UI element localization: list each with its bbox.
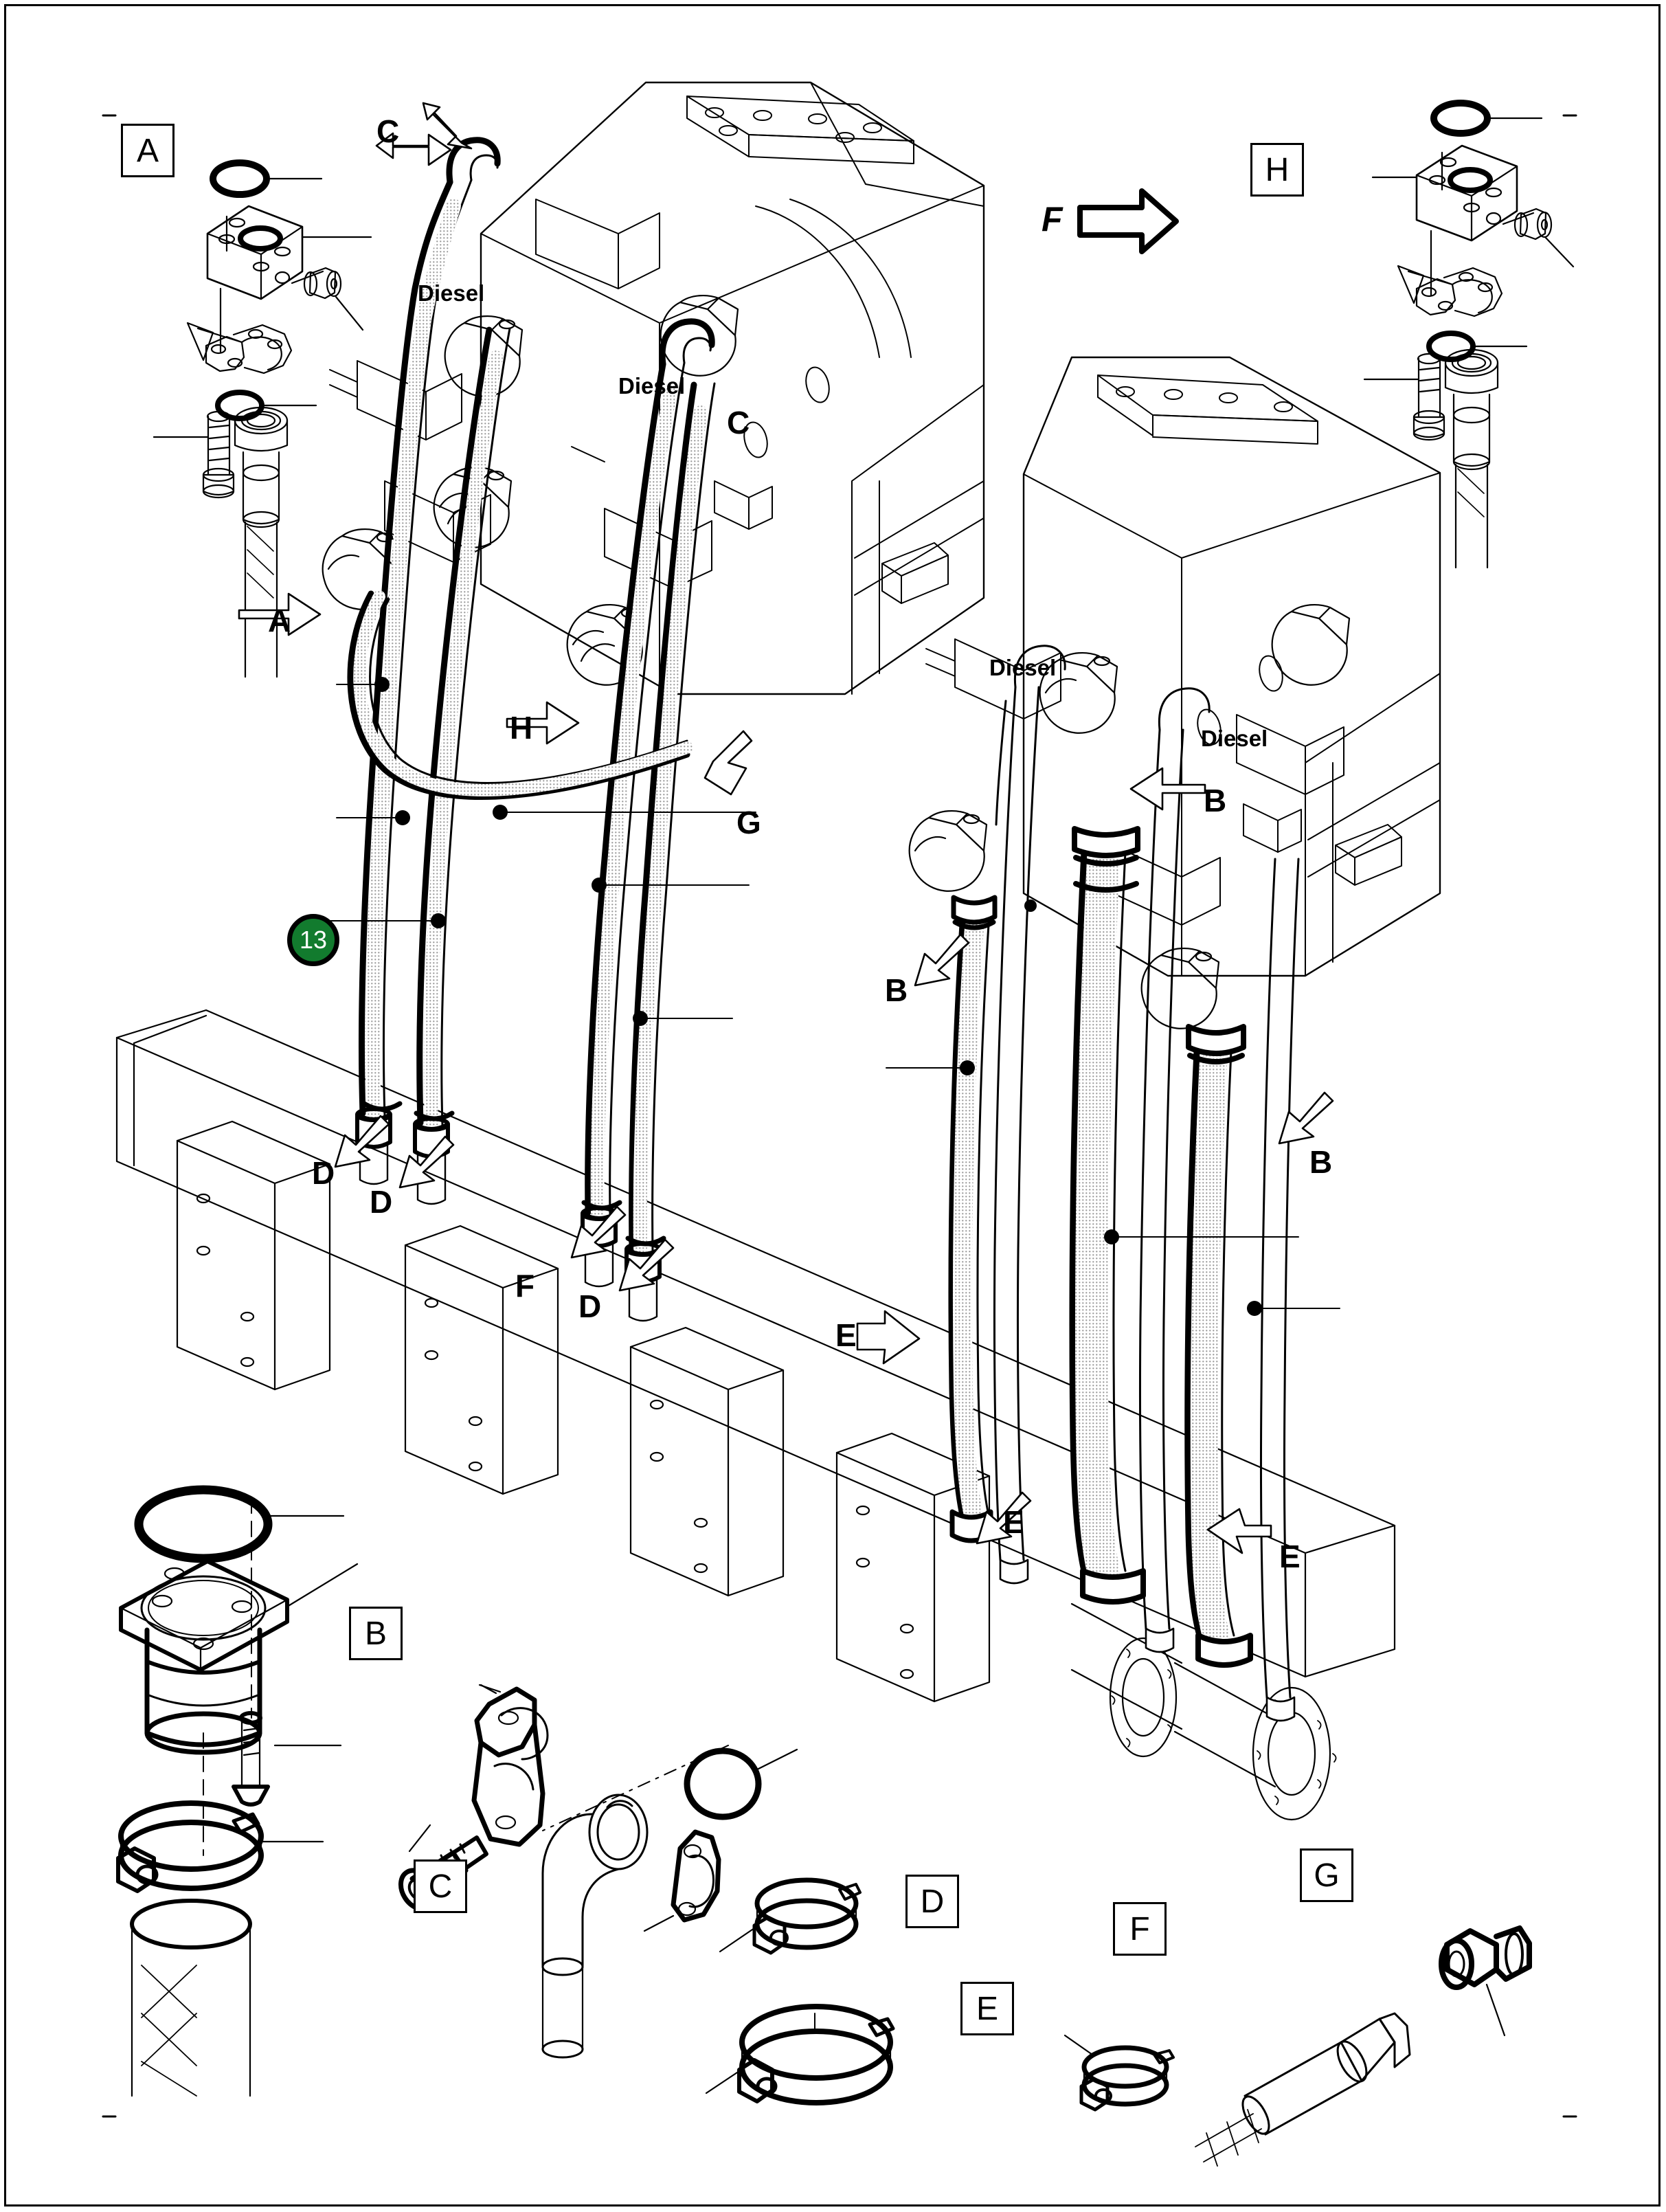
fluid-label-diesel-2: Diesel [618,373,686,399]
callout-letter-e-2: E [1003,1504,1024,1540]
callout-letter-c-top: C [376,113,400,149]
fluid-label-diesel-4: Diesel [1201,726,1268,751]
fluid-label-diesel-1: Diesel [418,280,485,306]
item-number-badge-13[interactable]: 13 [287,914,339,966]
section-f-hose-clamp [1063,2034,1175,2112]
chassis-frame [115,1009,1396,1821]
section-c-exploded-parts [398,1684,798,2059]
section-box-e: E [960,1982,1014,2035]
section-e-hose-clamp [705,2004,895,2105]
callout-letter-b-left: B [885,972,908,1008]
callout-arrows [238,102,1334,1554]
section-box-h: H [1250,143,1304,197]
section-box-b: B [349,1607,403,1660]
section-g-hose-fitting [1195,1925,1532,2167]
callout-letter-b-right: B [1309,1144,1333,1180]
view-direction-label-f: F [1042,200,1063,238]
callout-letter-f: F [515,1268,535,1304]
left-hose-bundle [329,137,756,1322]
section-box-c: C [414,1859,467,1913]
callout-letter-e-1: E [835,1317,857,1353]
view-direction-arrow-f [1077,188,1179,254]
section-h-exploded-parts [1363,100,1575,569]
page-border [4,4,1661,2207]
callout-letter-c-mid: C [727,405,750,440]
right-hose-bundle [886,645,1340,1722]
callout-letter-b-top: B [1204,783,1227,818]
callout-letter-g: G [736,805,761,840]
callout-letter-d-1: D [312,1155,335,1191]
section-box-g: G [1300,1848,1353,1902]
callout-letter-d-2: D [370,1184,393,1220]
callout-letter-e-3: E [1279,1539,1301,1574]
section-box-a: A [121,124,175,177]
fluid-label-diesel-3: Diesel [989,655,1057,680]
section-a-exploded-parts [153,159,372,678]
callout-letter-h: H [510,710,533,746]
section-b-exploded-parts [116,1485,359,2097]
callout-letter-d-3: D [578,1288,602,1324]
section-box-d: D [905,1875,959,1928]
callout-letter-a: A [268,603,291,638]
section-box-f: F [1113,1902,1167,1956]
section-d-hose-clamp [719,1877,862,1955]
